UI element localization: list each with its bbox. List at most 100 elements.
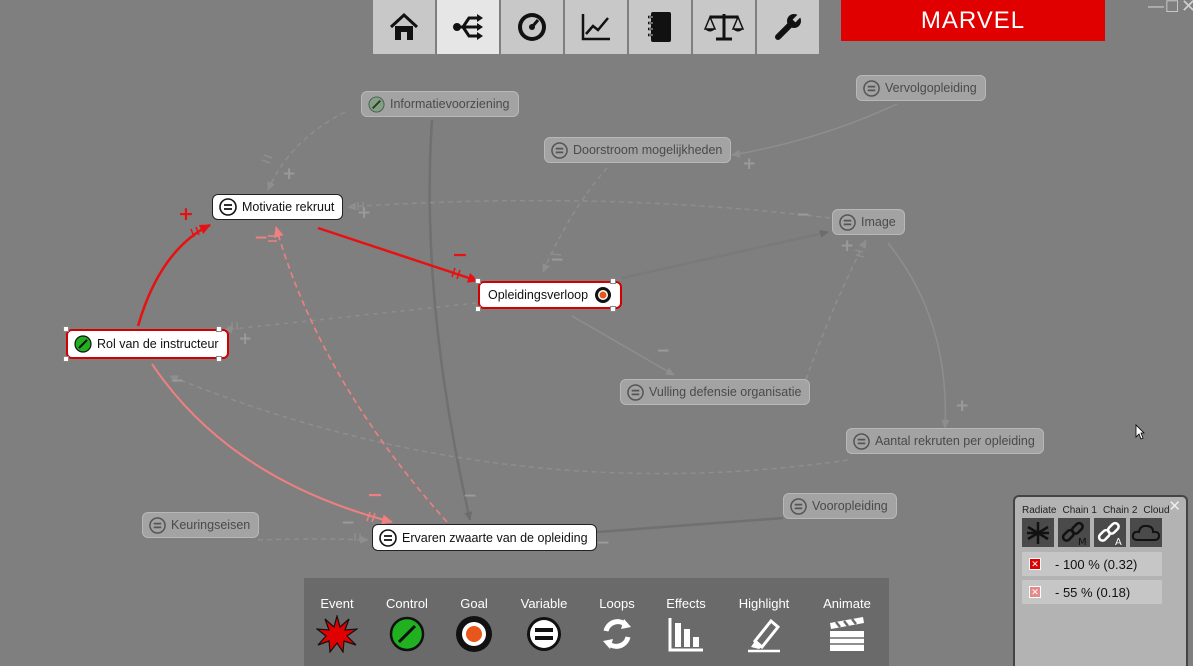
sign-plus-rol-motivatie: + bbox=[178, 203, 194, 225]
explosion-icon bbox=[316, 615, 358, 653]
link-opleidingsverloop-vulling[interactable] bbox=[571, 315, 675, 376]
sign-minus-keuringseisen-ervaren: − bbox=[341, 513, 356, 533]
chain1-button[interactable]: M bbox=[1058, 518, 1090, 547]
node-opleidingsverloop[interactable]: Opleidingsverloop bbox=[478, 281, 623, 309]
variable-icon bbox=[219, 198, 237, 216]
sign-minus-opleidingsverloop-vulling: − bbox=[656, 341, 671, 361]
link-vervolg-doorstroom[interactable] bbox=[731, 103, 898, 158]
node-rol-van-de-instructeur[interactable]: Rol van de instructeur bbox=[66, 329, 229, 359]
link-rol-ervaren[interactable] bbox=[151, 363, 393, 525]
link-opleidingsverloop-rol[interactable] bbox=[223, 302, 477, 334]
selection-handle[interactable] bbox=[475, 278, 481, 284]
cloud-label: Cloud bbox=[1143, 505, 1170, 516]
maximize-button[interactable]: ☐ bbox=[1165, 0, 1180, 16]
node-label: Vooropleiding bbox=[812, 499, 888, 513]
notebook-button[interactable] bbox=[629, 0, 691, 54]
palette-label: Control bbox=[386, 596, 428, 611]
link-info-ervaren[interactable] bbox=[428, 119, 473, 521]
node-vulling-defensie-organisatie[interactable]: Vulling defensie organisatie bbox=[620, 379, 811, 405]
remove-icon[interactable]: ✕ bbox=[1029, 558, 1041, 570]
link-vulling-image[interactable] bbox=[802, 239, 867, 389]
radiate-button[interactable] bbox=[1022, 518, 1054, 547]
palette-goal[interactable]: Goal bbox=[439, 596, 509, 653]
chain-link-icon: A bbox=[1097, 521, 1122, 546]
cloud-button[interactable] bbox=[1130, 518, 1162, 547]
variable-icon bbox=[790, 497, 807, 515]
palette-label: Effects bbox=[666, 596, 706, 611]
chain-result-row[interactable]: ✕ - 100 % (0.32) bbox=[1022, 552, 1162, 576]
close-icon[interactable]: ✕ bbox=[1168, 498, 1181, 515]
sign-plus-opleidingsverloop-rol: + bbox=[238, 329, 253, 349]
link-motivatie-opleidingsverloop[interactable] bbox=[317, 226, 479, 283]
node-informatievoorziening[interactable]: Informatievoorziening bbox=[361, 91, 519, 117]
selection-handle[interactable] bbox=[216, 356, 222, 362]
variable-icon bbox=[149, 516, 166, 534]
palette-effects[interactable]: Effects bbox=[651, 596, 721, 653]
node-label: Doorstroom mogelijkheden bbox=[573, 143, 723, 157]
sign-minus-info-ervaren: − bbox=[463, 486, 478, 506]
link-opleidingsverloop-image[interactable] bbox=[621, 229, 829, 280]
chain2-button[interactable]: A bbox=[1094, 518, 1126, 547]
goal-icon bbox=[456, 616, 492, 652]
dashboard-button[interactable] bbox=[501, 0, 563, 54]
highlighter-icon bbox=[748, 618, 781, 653]
selection-handle[interactable] bbox=[63, 326, 69, 332]
selection-handle[interactable] bbox=[610, 278, 616, 284]
variable-icon bbox=[527, 617, 561, 651]
home-button[interactable] bbox=[373, 0, 435, 54]
brand-title: MARVEL bbox=[920, 6, 1026, 34]
link-image-motivatie[interactable] bbox=[347, 199, 831, 219]
node-doorstroom-mogelijkheden[interactable]: Doorstroom mogelijkheden bbox=[544, 137, 732, 163]
selection-handle[interactable] bbox=[216, 326, 222, 332]
balance-button[interactable] bbox=[693, 0, 755, 54]
link-keuringseisen-ervaren[interactable] bbox=[257, 535, 369, 544]
node-aantal-rekruten-per-opleiding[interactable]: Aantal rekruten per opleiding bbox=[846, 428, 1044, 454]
remove-icon[interactable]: ✕ bbox=[1029, 586, 1041, 598]
node-image[interactable]: Image bbox=[832, 209, 905, 235]
selection-handle[interactable] bbox=[610, 306, 616, 312]
variable-icon bbox=[839, 213, 856, 231]
chart-button[interactable] bbox=[565, 0, 627, 54]
sign-minus-image-motivatie: − bbox=[796, 205, 811, 225]
node-ervaren-zwaarte[interactable]: Ervaren zwaarte van de opleiding bbox=[372, 524, 597, 551]
selection-handle[interactable] bbox=[63, 356, 69, 362]
selection-handle[interactable] bbox=[475, 306, 481, 312]
sign-plus-opleidingsverloop-image: + bbox=[840, 236, 855, 256]
palette-variable[interactable]: Variable bbox=[509, 596, 579, 653]
palette-loops[interactable]: Loops bbox=[582, 596, 652, 653]
node-vooropleiding[interactable]: Vooropleiding bbox=[783, 493, 897, 519]
palette-label: Highlight bbox=[738, 596, 790, 611]
control-icon bbox=[389, 616, 425, 652]
minimize-button[interactable]: — bbox=[1148, 0, 1164, 15]
link-image-aantal[interactable] bbox=[887, 242, 950, 429]
network-button[interactable] bbox=[437, 0, 499, 54]
radiate-label: Radiate bbox=[1022, 505, 1057, 516]
node-label: Aantal rekruten per opleiding bbox=[875, 434, 1035, 448]
close-window-button[interactable]: ✕ bbox=[1181, 0, 1193, 16]
brand-banner: MARVEL bbox=[841, 0, 1105, 41]
node-label: Ervaren zwaarte van de opleiding bbox=[402, 530, 588, 545]
sign-plus-image-aantal: + bbox=[955, 396, 970, 416]
sign-plus-info-motivatie: + bbox=[282, 164, 297, 184]
link-vooropleiding-ervaren[interactable] bbox=[583, 516, 784, 537]
link-ervaren-motivatie[interactable] bbox=[273, 226, 448, 523]
link-rol-motivatie[interactable] bbox=[136, 223, 211, 327]
effects-icon bbox=[668, 618, 703, 652]
sign-minus-aantal-rol: − bbox=[170, 371, 185, 391]
link-info-motivatie[interactable] bbox=[267, 111, 346, 191]
cloud-icon bbox=[1131, 524, 1161, 541]
link-aantal-rol[interactable] bbox=[169, 375, 849, 475]
palette-label: Animate bbox=[823, 596, 871, 611]
palette-highlight[interactable]: Highlight bbox=[729, 596, 799, 653]
node-vervolgopleiding[interactable]: Vervolgopleiding bbox=[856, 75, 986, 101]
svg-text:A: A bbox=[1115, 537, 1122, 546]
palette-event[interactable]: Event bbox=[302, 596, 372, 653]
palette-control[interactable]: Control bbox=[372, 596, 442, 653]
settings-button[interactable] bbox=[757, 0, 819, 54]
chain-result-row[interactable]: ✕ - 55 % (0.18) bbox=[1022, 580, 1162, 604]
node-motivatie-rekruut[interactable]: Motivatie rekruut bbox=[212, 194, 344, 220]
palette-animate[interactable]: Animate bbox=[812, 596, 882, 653]
link-doorstroom-opleidingsverloop[interactable] bbox=[542, 167, 608, 273]
node-keuringseisen[interactable]: Keuringseisen bbox=[142, 512, 260, 538]
